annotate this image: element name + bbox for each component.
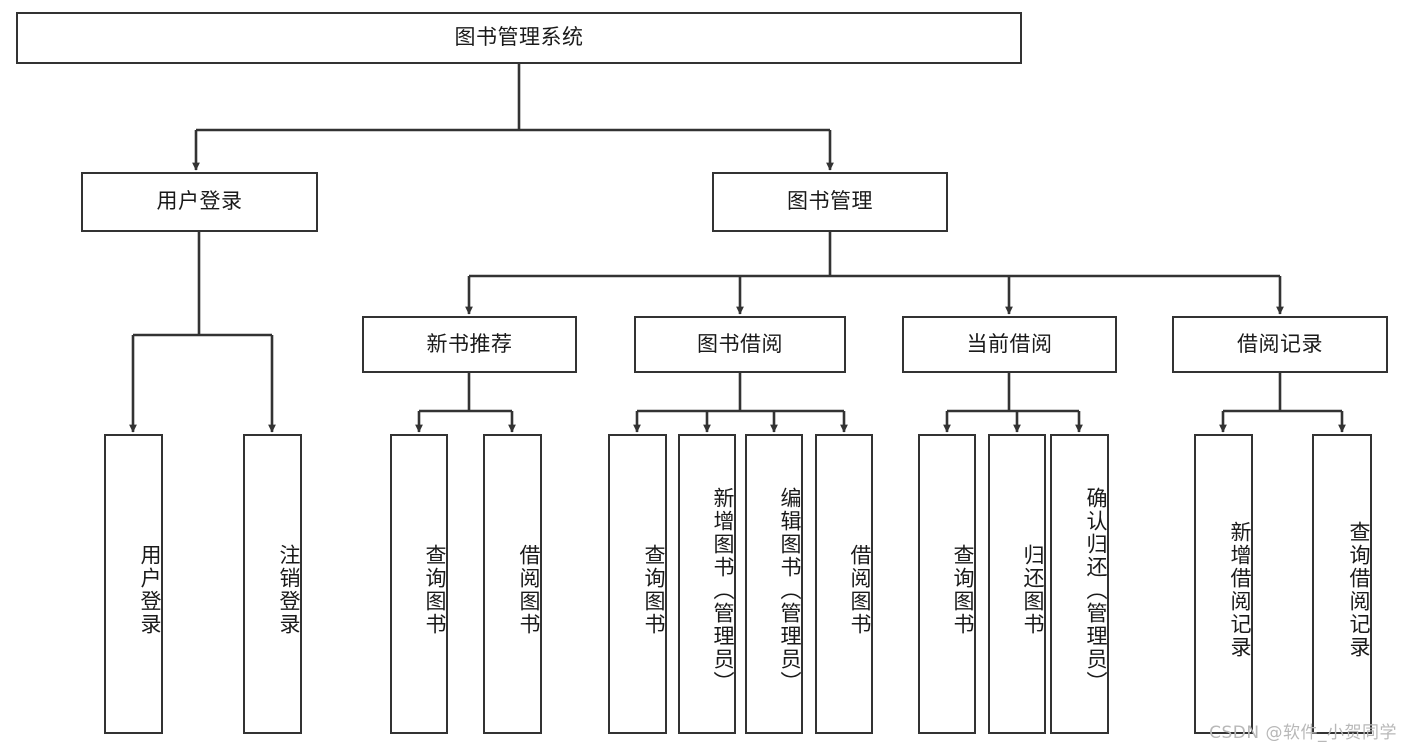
leaf-node-2[interactable]: 查询图书 <box>390 434 448 734</box>
leaf-node-label: 归还图书 <box>1021 544 1045 636</box>
leaf-node-12[interactable]: 查询借阅记录 <box>1312 434 1372 734</box>
leaf-node-label: 新增借阅记录 <box>1228 521 1252 659</box>
leaf-node-7[interactable]: 借阅图书 <box>815 434 873 734</box>
leaf-node-11[interactable]: 新增借阅记录 <box>1194 434 1253 734</box>
leaf-node-label: 用户登录 <box>138 544 162 636</box>
leaf-node-label: 编辑图书（管理员） <box>778 486 802 694</box>
leaf-node-label: 新增图书（管理员） <box>711 486 735 694</box>
level3-node-label: 新书推荐 <box>426 331 513 356</box>
leaf-node-label: 注销登录 <box>277 544 301 636</box>
leaf-node-label: 借阅图书 <box>848 544 872 636</box>
watermark: CSDN @软件_小贺同学 <box>1209 723 1397 743</box>
leaf-node-5[interactable]: 新增图书（管理员） <box>678 434 736 734</box>
level3-node-label: 图书借阅 <box>697 331 783 356</box>
level3-node-3[interactable]: 借阅记录 <box>1172 316 1388 373</box>
level2-node-1[interactable]: 图书管理 <box>712 172 948 232</box>
leaf-node-1[interactable]: 注销登录 <box>243 434 302 734</box>
leaf-node-10[interactable]: 确认归还（管理员） <box>1050 434 1109 734</box>
level3-node-label: 借阅记录 <box>1237 331 1323 356</box>
level2-node-label: 图书管理 <box>787 189 873 214</box>
leaf-node-3[interactable]: 借阅图书 <box>483 434 542 734</box>
leaf-node-6[interactable]: 编辑图书（管理员） <box>745 434 803 734</box>
level3-node-0[interactable]: 新书推荐 <box>362 316 577 373</box>
root-node-0[interactable]: 图书管理系统 <box>16 12 1022 64</box>
leaf-node-label: 查询借阅记录 <box>1347 521 1371 659</box>
leaf-node-label: 查询图书 <box>423 544 447 636</box>
leaf-node-label: 确认归还（管理员） <box>1084 486 1108 694</box>
level3-node-2[interactable]: 当前借阅 <box>902 316 1117 373</box>
leaf-node-4[interactable]: 查询图书 <box>608 434 667 734</box>
leaf-node-label: 查询图书 <box>951 544 975 636</box>
leaf-node-8[interactable]: 查询图书 <box>918 434 976 734</box>
leaf-node-9[interactable]: 归还图书 <box>988 434 1046 734</box>
root-node-label: 图书管理系统 <box>454 25 584 50</box>
leaf-node-label: 借阅图书 <box>517 544 541 636</box>
leaf-node-0[interactable]: 用户登录 <box>104 434 163 734</box>
level2-node-label: 用户登录 <box>156 189 243 214</box>
level2-node-0[interactable]: 用户登录 <box>81 172 318 232</box>
leaf-node-label: 查询图书 <box>642 544 666 636</box>
level3-node-label: 当前借阅 <box>966 331 1053 356</box>
level3-node-1[interactable]: 图书借阅 <box>634 316 846 373</box>
